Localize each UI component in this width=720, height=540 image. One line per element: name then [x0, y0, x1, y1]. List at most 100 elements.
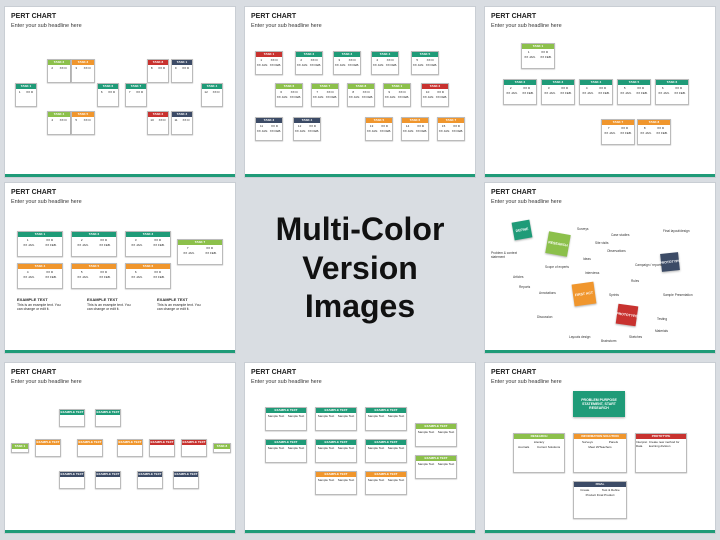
prototype-header: PROTOTYPE	[636, 434, 686, 439]
sample-header: EXAMPLE TEXT	[416, 456, 456, 461]
slide-bottom-bar	[5, 530, 235, 533]
task-header: EXAMPLE TEXT	[118, 440, 142, 445]
slide-bottom-bar	[485, 530, 715, 533]
headline-line-2: Version Images	[302, 249, 418, 325]
slide-bottom-bar	[5, 350, 235, 353]
task-header: TASK 6	[276, 84, 302, 89]
headline-line-1: Multi-Color	[275, 211, 445, 248]
word-label: Materials	[655, 329, 668, 333]
slide-1[interactable]: PERT CHART Enter your sub headline here …	[4, 6, 236, 178]
info-header: INFORMATION SOLUTION	[574, 434, 626, 439]
slide-subtitle: Enter your sub headline here	[491, 199, 562, 205]
slide-5[interactable]: PERT CHART Enter your sub headline here …	[484, 182, 716, 354]
slide-2[interactable]: PERT CHART Enter your sub headline here …	[244, 6, 476, 178]
slide-subtitle: Enter your sub headline here	[251, 379, 322, 385]
sample-header: EXAMPLE TEXT	[316, 408, 356, 413]
word-label: Ideas	[583, 257, 591, 261]
task-header: TASK 4	[48, 112, 70, 117]
task-box: EXAMPLE TEXT	[137, 471, 163, 489]
slide-subtitle: Enter your sub headline here	[251, 23, 322, 29]
slide-bottom-bar	[485, 174, 715, 177]
word-label: Surveys	[577, 227, 589, 231]
slide-subtitle: Enter your sub headline here	[11, 379, 82, 385]
slide-title: PERT CHART	[491, 13, 537, 20]
slide-6[interactable]: PERT CHART Enter your sub headline here …	[4, 362, 236, 534]
task-box: EXAMPLE TEXT	[181, 439, 207, 457]
task-header: TASK 6	[402, 118, 428, 123]
slide-4[interactable]: PERT CHART Enter your sub headline here …	[4, 182, 236, 354]
research-header: RESEARCH	[514, 434, 564, 439]
sample-header: EXAMPLE TEXT	[416, 424, 456, 429]
word-label: Brainstorm	[601, 339, 617, 343]
task-header: EXAMPLE TEXT	[150, 440, 174, 445]
task-header: EXAMPLE TEXT	[174, 472, 198, 477]
word-label: Sprints	[609, 293, 619, 297]
task-header: TASK 5	[72, 264, 116, 269]
task-header: TASK 8	[148, 60, 168, 65]
slide-subtitle: Enter your sub headline here	[11, 199, 82, 205]
slide-subtitle: Enter your sub headline here	[11, 23, 82, 29]
task-header: TASK 4	[202, 84, 222, 89]
slide-bottom-bar	[485, 350, 715, 353]
task-header: TASK 1	[384, 84, 410, 89]
task-header: TASK 2	[72, 232, 116, 237]
slide-subtitle: Enter your sub headline here	[491, 23, 562, 29]
start-node: TASK 1	[11, 443, 29, 453]
task-header: TASK 4	[372, 52, 398, 57]
task-box: EXAMPLE TEXT	[117, 439, 143, 457]
slide-3[interactable]: PERT CHART Enter your sub headline here …	[484, 6, 716, 178]
task-header: EXAMPLE TEXT	[60, 410, 84, 415]
word-label: Discussion	[537, 315, 553, 319]
task-box: EXAMPLE TEXT	[95, 471, 121, 489]
task-header: TASK 3	[256, 118, 282, 123]
task-header: EXAMPLE TEXT	[138, 472, 162, 477]
slide-7[interactable]: PERT CHART Enter your sub headline here …	[244, 362, 476, 534]
task-header: TASK 1	[172, 60, 192, 65]
task-header: TASK 3	[172, 112, 192, 117]
word-label: Rules	[631, 279, 640, 283]
final-header: FINAL	[574, 482, 626, 487]
slide-bottom-bar	[245, 530, 475, 533]
sample-header: EXAMPLE TEXT	[366, 408, 406, 413]
word-label: Sketches	[629, 335, 643, 339]
slide-title: PERT CHART	[11, 189, 57, 196]
word-label: Reports	[519, 285, 531, 289]
slide-subtitle: Enter your sub headline here	[491, 379, 562, 385]
task-box: EXAMPLE TEXT	[35, 439, 61, 457]
task-header: TASK 1	[16, 84, 36, 89]
slide-8[interactable]: PERT CHART Enter your sub headline here …	[484, 362, 716, 534]
task-header: TASK 3	[334, 52, 360, 57]
task-header: TASK 3	[126, 232, 170, 237]
slide-bottom-bar	[245, 174, 475, 177]
task-header: TASK 2	[48, 60, 70, 65]
